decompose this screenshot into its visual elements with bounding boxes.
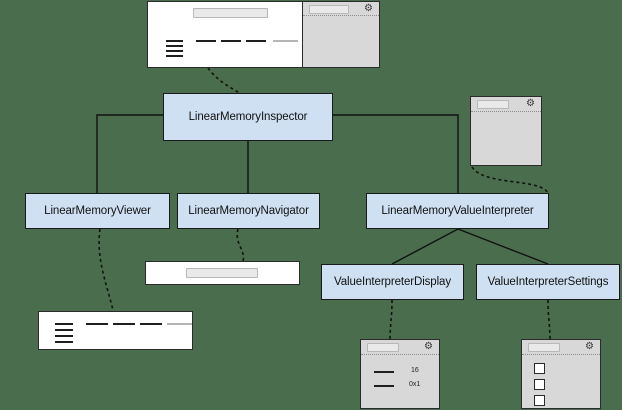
display-row-label xyxy=(374,385,394,387)
hex-address-line xyxy=(166,45,183,47)
inspector-screenshot-left-pane xyxy=(148,2,303,67)
interpreter-screenshot: ⚙ xyxy=(470,96,542,166)
interpreter-screenshot-input xyxy=(477,100,509,109)
hex-address-line xyxy=(166,55,183,57)
hex-address-line xyxy=(55,335,73,337)
settings-checkbox[interactable] xyxy=(534,379,545,390)
settings-checkbox[interactable] xyxy=(534,395,545,406)
node-label: ValueInterpreterDisplay xyxy=(333,276,452,288)
node-linear-memory-navigator[interactable]: LinearMemoryNavigator xyxy=(177,193,320,229)
hex-byte-group xyxy=(140,323,162,325)
inspector-screenshot-right-pane: ⚙ xyxy=(303,2,379,67)
node-label: LinearMemoryValueInterpreter xyxy=(381,205,534,217)
display-screenshot-input xyxy=(367,343,399,352)
settings-checkbox[interactable] xyxy=(534,363,545,374)
gear-icon[interactable]: ⚙ xyxy=(364,3,373,14)
settings-screenshot: ⚙ xyxy=(521,339,601,409)
display-value-1: 0x1 xyxy=(409,381,421,388)
node-value-interpreter-display[interactable]: ValueInterpreterDisplay xyxy=(321,264,464,300)
edge-shot-viewer xyxy=(98,228,114,311)
node-label: ValueInterpreterSettings xyxy=(487,276,609,288)
display-row-label xyxy=(374,371,394,373)
inspector-screenshot-panel-input xyxy=(309,5,349,14)
gear-icon[interactable]: ⚙ xyxy=(424,341,433,352)
hex-byte-group xyxy=(246,40,266,42)
edge-shot-display xyxy=(389,299,393,340)
hex-byte-group xyxy=(86,323,108,325)
node-label: LinearMemoryInspector xyxy=(188,111,308,123)
edge-shot-interpreter xyxy=(471,166,549,194)
navigator-screenshot xyxy=(145,261,300,285)
viewer-screenshot xyxy=(38,311,193,350)
edge-inspector-viewer xyxy=(96,114,163,193)
gear-icon[interactable]: ⚙ xyxy=(585,341,594,352)
hex-byte-group xyxy=(113,323,135,325)
hex-address-line xyxy=(166,40,183,42)
hex-address-line xyxy=(55,329,73,331)
gear-icon[interactable]: ⚙ xyxy=(526,98,535,109)
edge-interpreter-settings xyxy=(457,228,549,265)
inspector-screenshot: ⚙ xyxy=(147,1,380,68)
node-linear-memory-value-interpreter[interactable]: LinearMemoryValueInterpreter xyxy=(366,193,549,229)
navigator-screenshot-address-bar xyxy=(186,268,258,278)
settings-screenshot-input xyxy=(528,343,560,352)
display-value-0: 16 xyxy=(411,367,419,374)
hex-address-line xyxy=(55,323,73,325)
edge-inspector-interpreter xyxy=(333,114,459,193)
inspector-screenshot-address-bar xyxy=(193,8,268,18)
edge-shot-settings xyxy=(547,299,551,340)
edge-shot-navigator xyxy=(236,228,245,262)
edge-interpreter-display xyxy=(391,228,459,265)
hex-address-line xyxy=(166,50,183,52)
hex-byte-group xyxy=(221,40,241,42)
node-label: LinearMemoryViewer xyxy=(44,205,151,217)
hex-ascii-column xyxy=(167,323,192,325)
node-linear-memory-viewer[interactable]: LinearMemoryViewer xyxy=(25,193,170,229)
hex-ascii-column xyxy=(273,40,298,42)
display-screenshot: ⚙ 16 0x1 xyxy=(360,339,440,409)
hex-address-line xyxy=(55,341,73,343)
node-label: LinearMemoryNavigator xyxy=(188,205,309,217)
node-linear-memory-inspector[interactable]: LinearMemoryInspector xyxy=(163,93,333,141)
hex-byte-group xyxy=(196,40,216,42)
node-value-interpreter-settings[interactable]: ValueInterpreterSettings xyxy=(476,264,620,300)
